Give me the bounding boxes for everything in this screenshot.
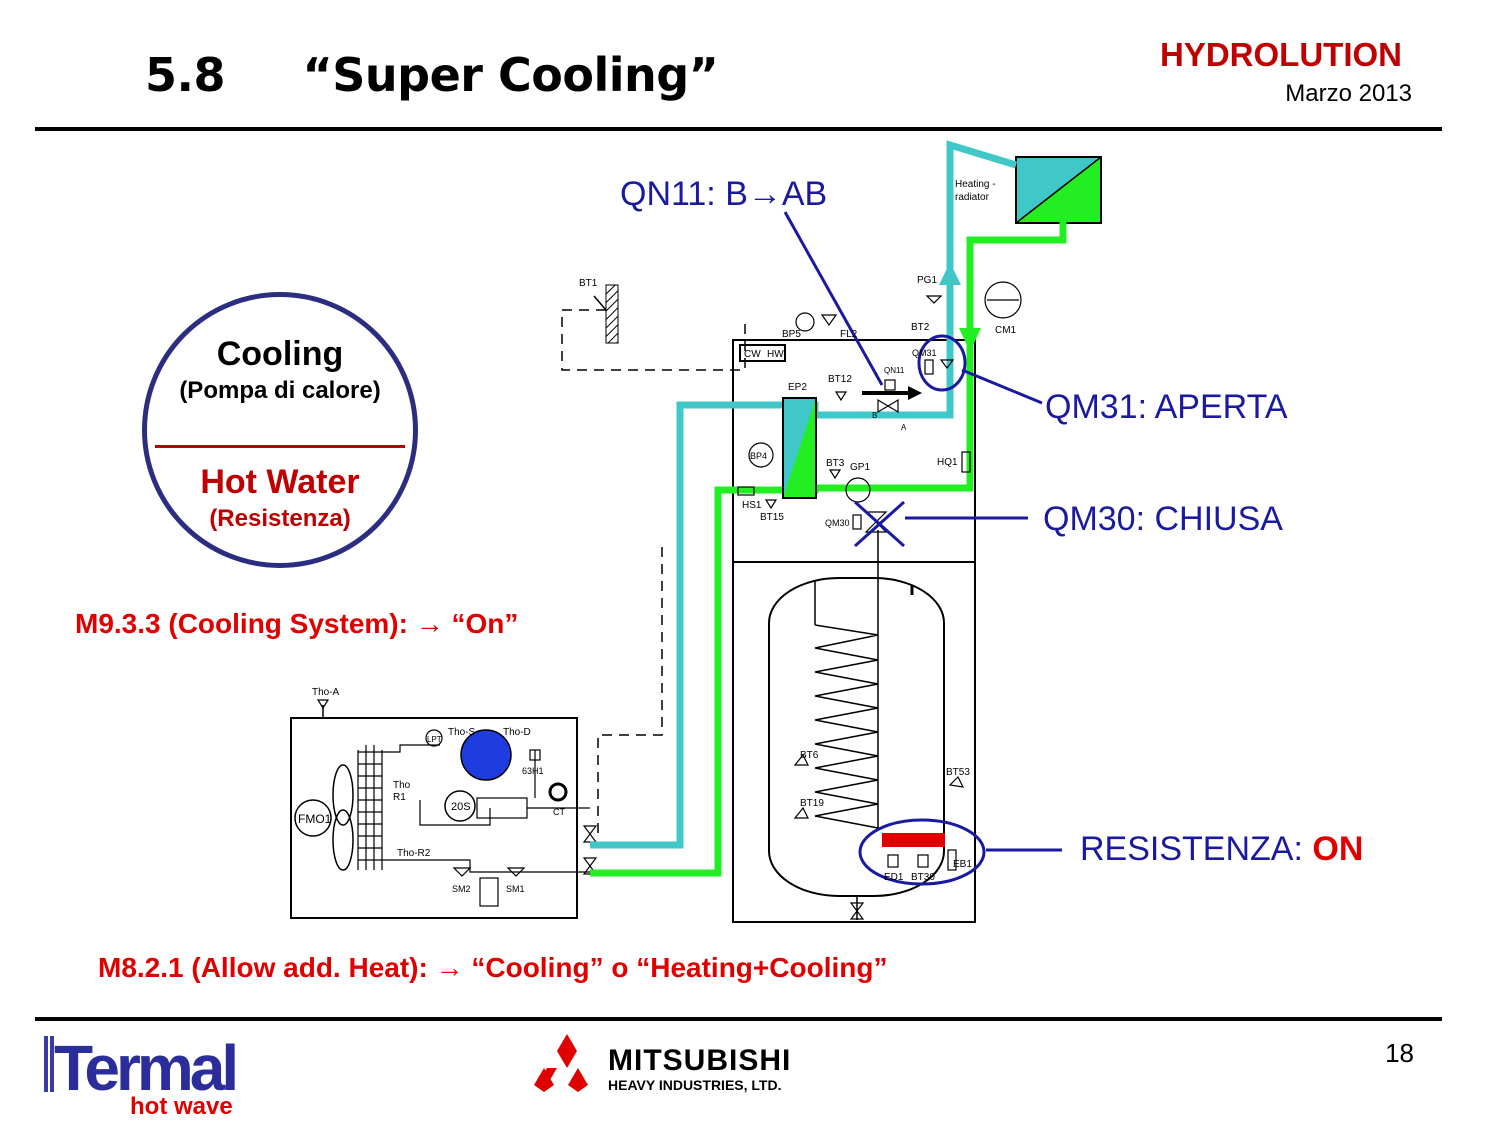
termal-word: Termal xyxy=(54,1032,235,1104)
ep2-exchanger xyxy=(782,397,817,499)
label-hq1: HQ1 xyxy=(937,457,958,468)
badge-divider xyxy=(155,445,405,448)
label-bp5: BP5 xyxy=(782,329,801,340)
valves-and-sensors xyxy=(737,281,1022,871)
termal-sub: hot wave xyxy=(130,1093,233,1118)
note-cooling-system: M9.3.3 (Cooling System): → “On” xyxy=(75,608,519,639)
label-20s: 20S xyxy=(451,801,471,813)
slide-date: Marzo 2013 xyxy=(1285,80,1412,107)
label-qn11: QN11 xyxy=(884,366,905,375)
label-bp4: BP4 xyxy=(750,451,767,461)
eb1-heater xyxy=(882,833,945,847)
flow-arrow-up xyxy=(939,262,961,285)
callout-qm31: QM31: APERTA xyxy=(1045,388,1288,426)
label-ct: CT xyxy=(553,807,565,817)
badge-cooling-sub: (Pompa di calore) xyxy=(179,377,381,404)
footer-rule xyxy=(35,1017,1442,1021)
badge-cooling-label: Cooling xyxy=(216,335,344,373)
label-cw: CW xyxy=(744,349,761,360)
mitsubishi-word: MITSUBISHI xyxy=(608,1044,791,1077)
brand-name: HYDROLUTION xyxy=(1160,36,1402,73)
mitsubishi-diamonds-icon xyxy=(534,1034,588,1092)
heating-radiator xyxy=(1015,156,1102,224)
label-pg1: PG1 xyxy=(917,275,937,286)
page-number: 18 xyxy=(1385,1038,1414,1068)
qn11-arrowhead xyxy=(908,386,922,400)
signal-wires xyxy=(561,309,746,840)
slide-title: 5.8 “Super Cooling” xyxy=(145,48,719,102)
label-qm30: QM30 xyxy=(825,518,850,528)
label-bt12: BT12 xyxy=(828,374,852,385)
outdoor-unit xyxy=(290,699,598,919)
callout-qn11: QN11: B→AB xyxy=(620,175,828,213)
bt1-sensor xyxy=(593,284,619,344)
note-allow-heat: M8.2.1 (Allow add. Heat): → “Cooling” o … xyxy=(98,952,888,983)
label-bt1: BT1 xyxy=(579,278,598,289)
label-bt3: BT3 xyxy=(826,458,845,469)
label-lpt: LPT xyxy=(427,735,442,744)
label-bt2: BT2 xyxy=(911,322,930,333)
label-tho-r1-a: Tho xyxy=(393,780,411,791)
hot-water-tank xyxy=(768,530,945,920)
label-tho-a: Tho-A xyxy=(312,687,340,698)
mode-badge: Cooling (Pompa di calore) Hot Water (Res… xyxy=(142,292,418,568)
resistenza-label: RESISTENZA: xyxy=(1080,830,1313,868)
label-tho-r1-b: R1 xyxy=(393,792,406,803)
callout-pointers xyxy=(783,211,1062,886)
label-cm1: CM1 xyxy=(995,325,1017,336)
mitsubishi-logo: MITSUBISHI HEAVY INDUSTRIES, LTD. xyxy=(534,1034,791,1093)
label-port-a: A xyxy=(901,423,907,432)
header-rule xyxy=(35,127,1442,131)
flow-arrow-down xyxy=(959,328,981,352)
label-bt19: BT19 xyxy=(800,798,824,809)
label-tho-d: Tho-D xyxy=(503,727,531,738)
label-tho-s: Tho-S xyxy=(448,727,476,738)
resistenza-state: ON xyxy=(1312,830,1364,868)
mitsubishi-sub: HEAVY INDUSTRIES, LTD. xyxy=(608,1077,781,1093)
label-heating-radiator-2: radiator xyxy=(955,192,990,203)
callout-qm30: QM30: CHIUSA xyxy=(1043,500,1283,538)
badge-hotwater-label: Hot Water xyxy=(200,463,360,501)
label-fl2: FL2 xyxy=(840,329,858,340)
label-heating-radiator-1: Heating - xyxy=(955,179,996,190)
label-ed1: ED1 xyxy=(884,872,904,883)
component-labels: Heating - radiator BT1 PG1 CM1 BT2 BP5 F… xyxy=(298,179,1017,894)
callout-resistenza: RESISTENZA: ON xyxy=(1080,830,1363,869)
label-bt53: BT53 xyxy=(946,767,970,778)
label-sm1: SM1 xyxy=(506,884,525,894)
label-eb1: EB1 xyxy=(953,859,972,870)
label-tho-r2: Tho-R2 xyxy=(397,848,431,859)
termal-logo: Termal hot wave xyxy=(44,1032,239,1118)
label-gp1: GP1 xyxy=(850,462,870,473)
label-bt15: BT15 xyxy=(760,512,784,523)
label-port-b: B xyxy=(872,411,877,420)
badge-hotwater-sub: (Resistenza) xyxy=(209,505,351,532)
label-bt6: BT6 xyxy=(800,750,819,761)
label-hw: HW xyxy=(767,349,784,360)
label-sm2: SM2 xyxy=(452,884,471,894)
label-63h1: 63H1 xyxy=(522,766,544,776)
label-fmo1: FMO1 xyxy=(298,812,332,826)
label-qm31: QM31 xyxy=(912,348,937,358)
label-ep2: EP2 xyxy=(788,382,807,393)
label-bt30: BT30 xyxy=(911,872,935,883)
label-hs1: HS1 xyxy=(742,500,762,511)
return-flow-path xyxy=(590,212,1067,877)
indoor-unit xyxy=(732,339,976,923)
